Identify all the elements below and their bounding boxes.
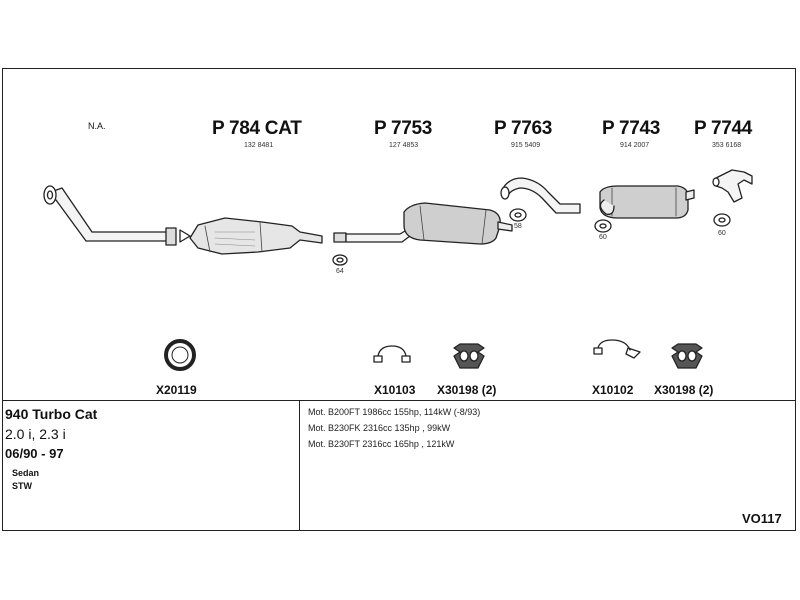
- oem-number-p7743: 914 2007: [620, 142, 650, 149]
- body-type-stw: STW: [12, 481, 32, 491]
- tail-pipe-p7763: [500, 177, 581, 214]
- accessory-x30198-a: X30198 (2): [437, 383, 497, 397]
- hanger-58: [509, 208, 527, 222]
- accessory-x10102: X10102: [592, 383, 634, 397]
- oem-number-p7763: 915 5409: [511, 142, 541, 149]
- catalytic-converter: [189, 217, 323, 255]
- hanger-label-60-second: 60: [718, 230, 726, 237]
- part-number-p7763: P 7763: [494, 118, 553, 139]
- accessory-x30198-b: X30198 (2): [654, 383, 714, 397]
- tail-pipe-p7744: [712, 169, 753, 203]
- vehicle-years: 06/90 - 97: [5, 446, 64, 461]
- oem-number-cat: 132 8481: [244, 142, 274, 149]
- part-number-cat: P 784 CAT: [212, 118, 302, 139]
- hanger-label-58: 58: [514, 223, 522, 230]
- clamp-x10103: [373, 345, 411, 363]
- rear-silencer-p7753: [333, 202, 513, 245]
- part-number-p7743: P 7743: [602, 118, 661, 139]
- motor-line-3: Mot. B230FT 2316cc 165hp , 121kW: [308, 439, 455, 449]
- hanger-label-60-first: 60: [599, 234, 607, 241]
- motor-line-2: Mot. B230FK 2316cc 135hp , 99kW: [308, 423, 451, 433]
- hanger-label-64: 64: [336, 268, 344, 275]
- front-pipe: [43, 185, 191, 246]
- hanger-60-second: [713, 213, 731, 227]
- oem-number-p7744: 353 6168: [712, 142, 742, 149]
- part-number-p7753: P 7753: [374, 118, 433, 139]
- hanger-60-first: [594, 219, 612, 233]
- hanger-64: [332, 254, 348, 266]
- gasket-ring-x20119: [164, 339, 196, 371]
- catalog-code: VO117: [742, 511, 782, 526]
- rubber-hanger-x30198-b: [671, 343, 703, 369]
- accessory-x20119: X20119: [156, 383, 197, 397]
- divider-vertical: [299, 400, 300, 531]
- oem-number-p7753: 127 4853: [389, 142, 419, 149]
- divider-horizontal: [2, 400, 796, 401]
- part-number-p7744: P 7744: [694, 118, 753, 139]
- na-label: N.A.: [88, 121, 106, 131]
- clamp-x10102: [593, 339, 641, 359]
- body-type-sedan: Sedan: [12, 468, 40, 478]
- diagram-frame: [2, 68, 796, 531]
- rubber-hanger-x30198-a: [453, 343, 485, 369]
- silencer-p7743: [599, 185, 695, 219]
- accessory-x10103: X10103: [374, 383, 416, 397]
- motor-line-1: Mot. B200FT 1986cc 155hp, 114kW (-8/93): [308, 407, 481, 417]
- vehicle-engine: 2.0 i, 2.3 i: [5, 426, 66, 442]
- vehicle-model: 940 Turbo Cat: [5, 406, 98, 422]
